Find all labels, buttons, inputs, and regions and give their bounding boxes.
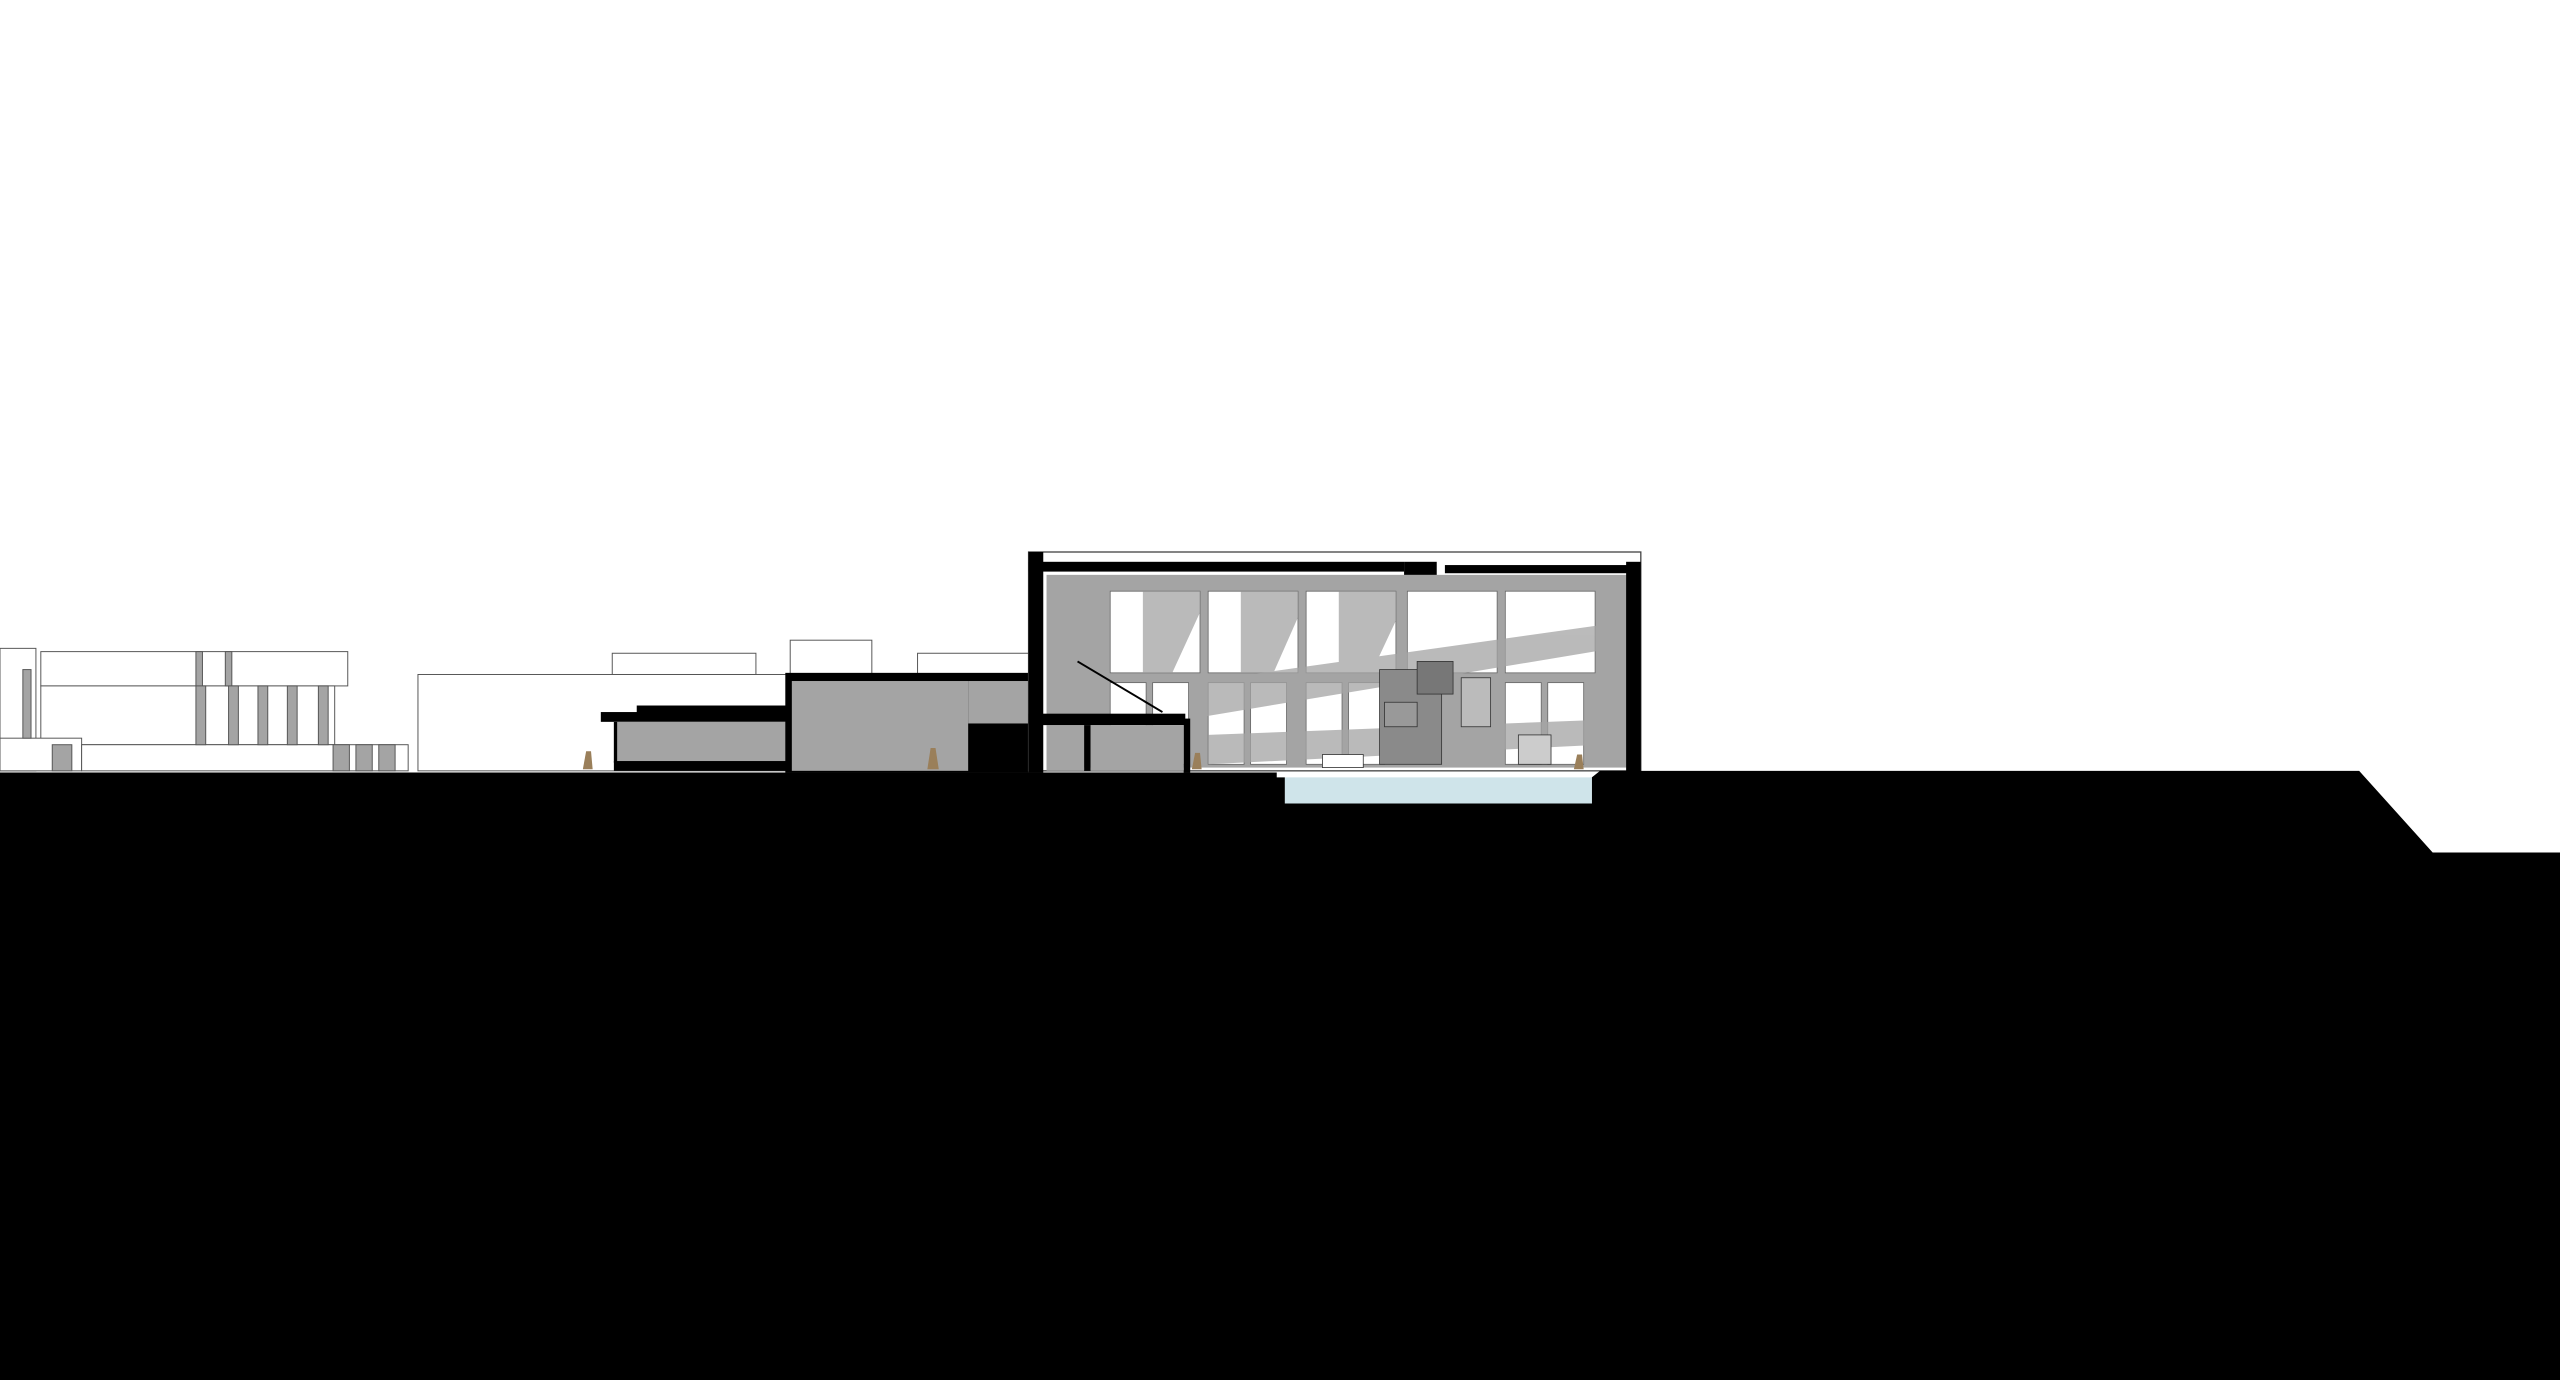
staircase: [1077, 660, 1163, 713]
gallery-section-block: [785, 672, 1029, 773]
ground-mass: [0, 770, 2560, 1380]
reflecting-pool: [1284, 777, 1592, 804]
canopy-section: [600, 705, 787, 771]
right-slope-edge: [2362, 774, 2560, 851]
structure: [1028, 552, 1641, 773]
stair-core: [1322, 661, 1552, 768]
main-building-section: [1027, 551, 1642, 773]
left-building-cluster: [0, 647, 409, 772]
